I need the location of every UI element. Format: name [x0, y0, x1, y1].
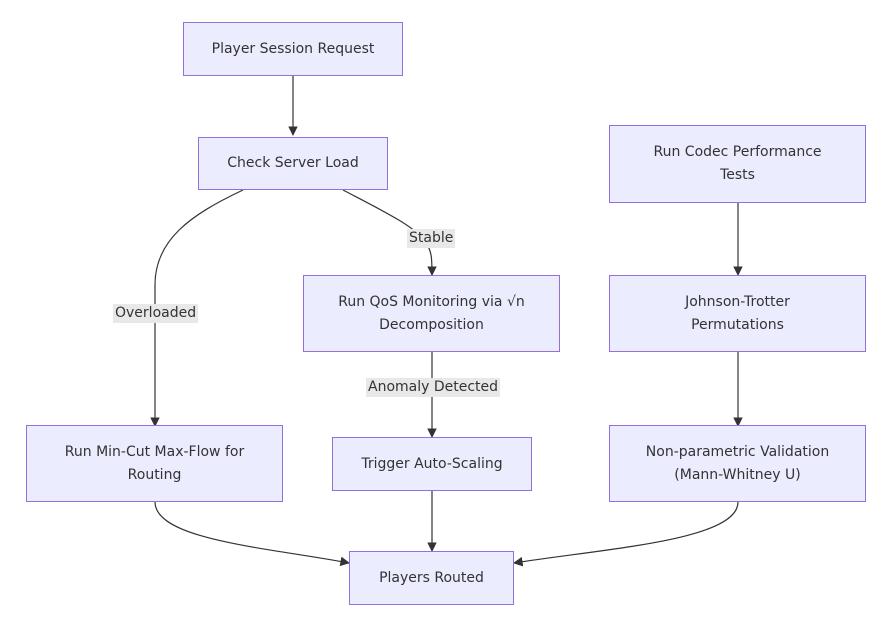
- edge-label-stable: Stable: [407, 229, 456, 248]
- node-label: Non-parametric Validation (Mann-Whitney …: [645, 443, 830, 483]
- node-nonparametric-validation: Non-parametric Validation (Mann-Whitney …: [609, 425, 866, 502]
- node-trigger-auto-scaling: Trigger Auto-Scaling: [332, 437, 532, 491]
- node-label: Johnson-Trotter Permutations: [685, 293, 790, 333]
- edge-check-load-to-min-cut: [150, 189, 244, 427]
- node-run-min-cut-max-flow: Run Min-Cut Max-Flow for Routing: [26, 425, 283, 502]
- node-johnson-trotter-permutations: Johnson-Trotter Permutations: [609, 275, 866, 352]
- node-players-routed: Players Routed: [349, 551, 514, 605]
- node-label: Player Session Request: [211, 40, 375, 57]
- node-check-server-load: Check Server Load: [198, 137, 388, 190]
- edge-min-cut-to-players-routed: [154, 501, 350, 567]
- node-player-session-request: Player Session Request: [183, 22, 403, 76]
- node-run-codec-performance-tests: Run Codec Performance Tests: [609, 125, 866, 203]
- edge-label-anomaly-detected: Anomaly Detected: [366, 378, 501, 397]
- node-run-qos-monitoring: Run QoS Monitoring via √n Decomposition: [303, 275, 560, 352]
- node-label: Trigger Auto-Scaling: [361, 455, 503, 472]
- node-label: Run Min-Cut Max-Flow for Routing: [64, 443, 245, 483]
- node-label: Run QoS Monitoring via √n Decomposition: [338, 293, 525, 333]
- node-label: Players Routed: [379, 569, 484, 586]
- edge-validation-to-players-routed: [513, 501, 739, 567]
- node-label: Run Codec Performance Tests: [653, 144, 822, 183]
- node-label: Check Server Load: [227, 155, 359, 171]
- edge-label-overloaded: Overloaded: [113, 304, 199, 323]
